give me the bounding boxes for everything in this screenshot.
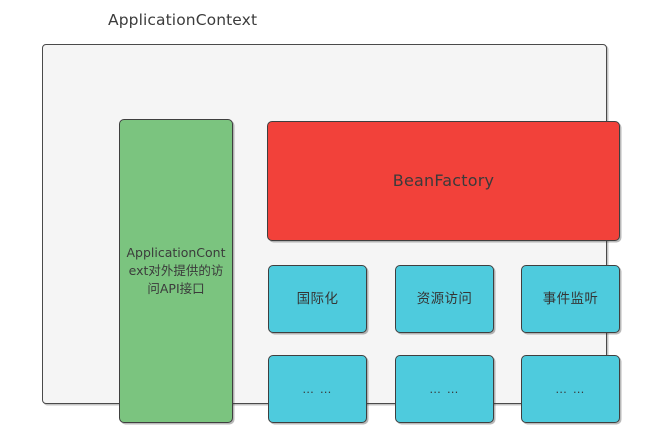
feature-box-more-1: … … [268, 355, 367, 423]
diagram-title: ApplicationContext [108, 11, 258, 29]
feature-box-more-1-label: … … [302, 382, 333, 396]
feature-box-event-listening-label: 事件监听 [542, 291, 599, 307]
feature-box-more-2-label: … … [429, 382, 460, 396]
feature-box-resource-access: 资源访问 [395, 265, 494, 333]
feature-box-more-3: … … [521, 355, 620, 423]
feature-box-more-3-label: … … [555, 382, 586, 396]
api-interface-panel: ApplicationContext对外提供的访问API接口 [119, 119, 233, 423]
feature-box-event-listening: 事件监听 [521, 265, 620, 333]
feature-box-internationalization-label: 国际化 [296, 291, 339, 307]
feature-box-more-2: … … [395, 355, 494, 423]
bean-factory-box: BeanFactory [267, 121, 620, 241]
application-context-container: ApplicationContext对外提供的访问API接口 BeanFacto… [42, 44, 620, 423]
bean-factory-label: BeanFactory [392, 171, 495, 190]
api-interface-panel-label: ApplicationContext对外提供的访问API接口 [126, 245, 226, 296]
feature-box-internationalization: 国际化 [268, 265, 367, 333]
feature-box-resource-access-label: 资源访问 [416, 291, 473, 307]
